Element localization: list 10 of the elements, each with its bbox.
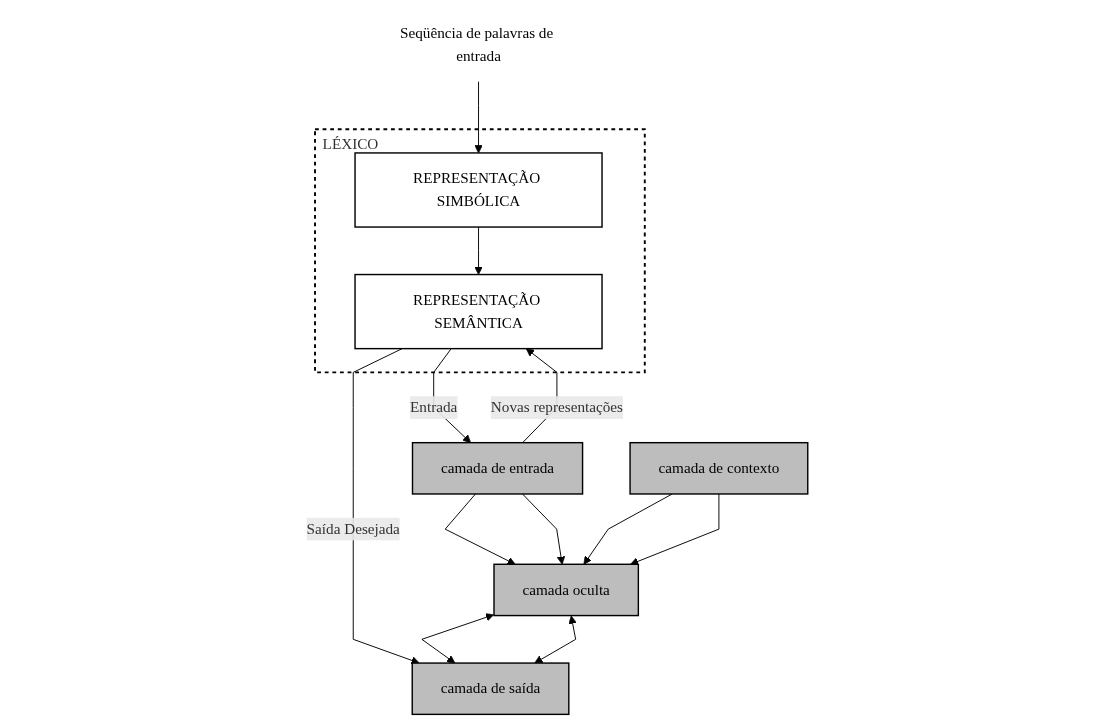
node-box: camada de entrada	[412, 442, 584, 495]
edge-label: Novas representações	[491, 399, 624, 416]
node-text: Seqüência de palavras de entrada	[400, 24, 554, 64]
node-box: REPRESENTAÇÃO SIMBÓLICA	[354, 152, 604, 228]
node-box: REPRESENTAÇÃO SEMÂNTICA	[354, 273, 604, 350]
node-box: camada de saída	[411, 662, 570, 716]
node-box: camada de contexto	[629, 442, 809, 495]
edge-label: Entrada	[410, 399, 458, 416]
edge-label: Saída Desejada	[306, 520, 401, 537]
node-box: camada oculta	[493, 563, 640, 617]
